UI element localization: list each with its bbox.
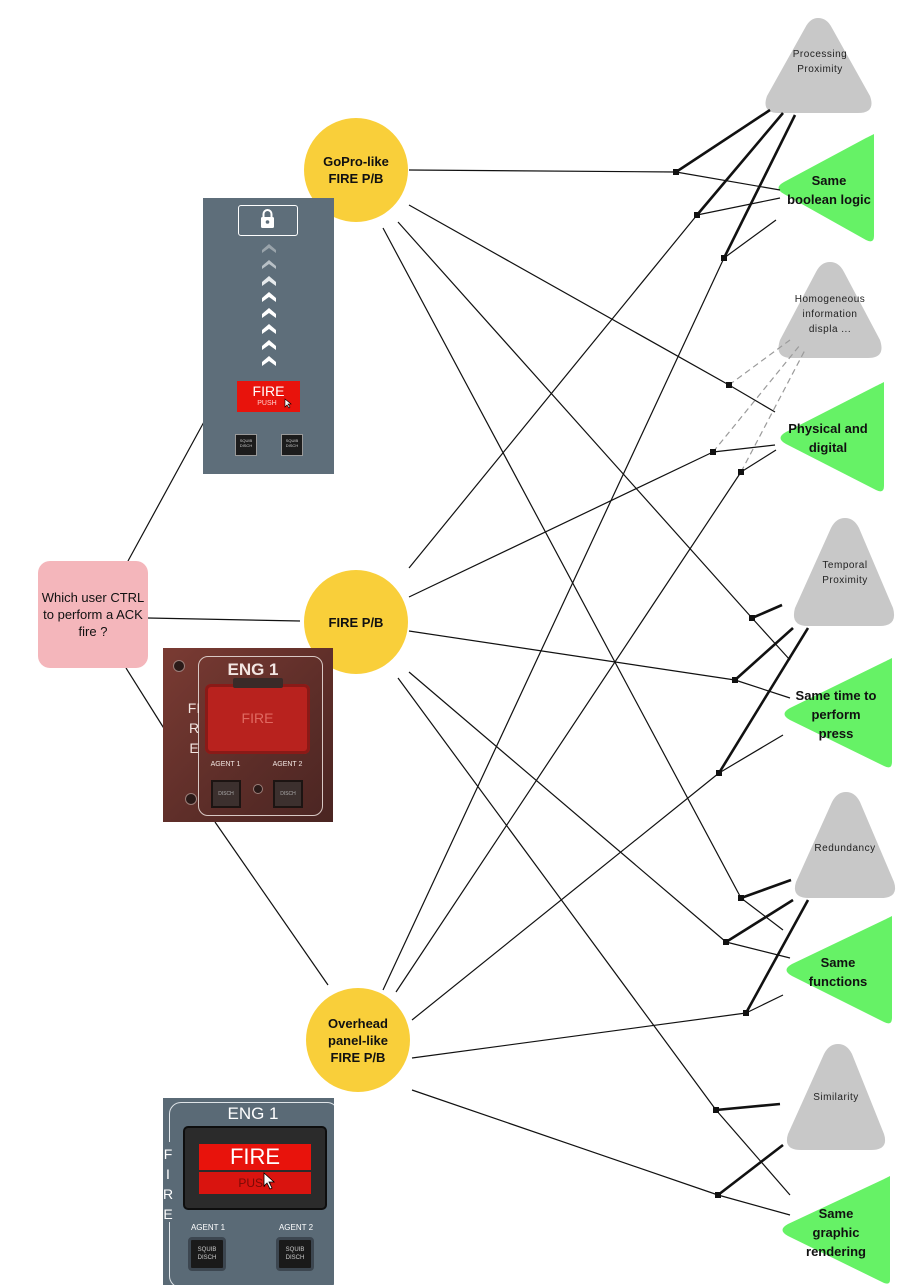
criterion-shapes (765, 18, 896, 1284)
overhead-agent2-label: AGENT 2 (278, 1223, 314, 1232)
screw-icon (173, 660, 185, 672)
criterion-functions-shape (786, 916, 892, 1024)
criterion-temporal-shape (793, 518, 895, 626)
option-overhead-label: Overhead panel-like FIRE P/B (328, 1015, 388, 1065)
criterion-redundancy-label: Redundancy (814, 843, 876, 854)
firepb-disch-text-1: DISCH (218, 791, 234, 797)
lock-icon (261, 209, 274, 228)
overhead-squib-button-2: SQUIB DISCH (276, 1237, 314, 1271)
overhead-fire-guard: FIRE PUSH (183, 1126, 327, 1210)
cursor-icon (263, 1172, 276, 1190)
screw-icon (253, 784, 263, 794)
screw-icon (185, 793, 197, 805)
overhead-disch-text-2: DISCH (285, 1255, 305, 1261)
firepb-agent2-button: DISCH (273, 780, 303, 808)
cover-hinge (233, 678, 283, 688)
criterion-temporal-label: Temporal Proximity (822, 560, 868, 586)
firepb-fire-text: FIRE (241, 710, 274, 726)
overhead-squib-text-1: SQUIB (197, 1247, 217, 1253)
gopro-squib-text-1: SQUIB (239, 438, 253, 443)
overhead-squib-button-1: SQUIB DISCH (188, 1237, 226, 1271)
gopro-squib-button-1: SQUIB DISCH (235, 434, 257, 456)
overhead-agent1-label: AGENT 1 (190, 1223, 226, 1232)
firepb-eng-label: ENG 1 (227, 660, 279, 679)
gopro-fire-button: FIRE PUSH (237, 381, 300, 412)
slide-chevrons-icon (262, 244, 276, 366)
criterion-graphic-shape (782, 1176, 890, 1284)
cursor-icon (284, 398, 292, 409)
gopro-disch-text-1: DISCH (239, 443, 253, 448)
overhead-disch-text-1: DISCH (197, 1255, 217, 1261)
gopro-fire-text: FIRE (252, 383, 285, 399)
gopro-push-text: PUSH (257, 400, 277, 407)
criterion-graphic-label: Same graphic rendering (806, 1206, 866, 1259)
overhead-fire-button-bottom (199, 1172, 311, 1194)
question-text: Which user CTRL to perform a ACK fire ? (41, 590, 145, 639)
gopro-disch-text-2: DISCH (285, 443, 299, 448)
side-label-bg (163, 1142, 173, 1222)
overhead-side-label: FIRE (163, 1146, 174, 1222)
firepb-disch-text-2: DISCH (280, 791, 296, 797)
criterion-similarity-shape (786, 1044, 886, 1150)
firepb-agent1-label: AGENT 1 (210, 761, 241, 768)
criterion-boolean-shape (778, 134, 874, 242)
gopro-squib-text-2: SQUIB (285, 438, 299, 443)
overhead-fire-text: FIRE (229, 1144, 281, 1169)
eng-frame (198, 656, 323, 816)
overhead-push-text: PUSH (238, 1176, 272, 1190)
overhead-squib-text-2: SQUIB (285, 1247, 305, 1253)
thick-connectors (675, 108, 810, 1197)
option-overhead-panel-like-fire-pb: Overhead panel-like FIRE P/B (306, 988, 410, 1092)
gopro-squib-button-2: SQUIB DISCH (281, 434, 303, 456)
firepb-panel-image: ENG 1 FIRE FIRE AGENT 1 AGENT 2 DISCH DI… (163, 648, 333, 822)
dashed-connectors (712, 339, 806, 473)
criterion-processing-label: Processing Proximity (792, 49, 848, 75)
option-gopro-label: GoPro-like FIRE P/B (323, 154, 389, 186)
criterion-redundancy-shape (794, 792, 896, 898)
connector-lines (125, 169, 791, 1216)
overhead-eng-label: ENG 1 (227, 1104, 279, 1123)
criterion-homogeneous-label: Homogeneous information displa ... (794, 294, 866, 335)
criterion-physical-shape (780, 382, 884, 492)
question-node: Which user CTRL to perform a ACK fire ? (38, 561, 148, 668)
overhead-fire-button-top (199, 1144, 311, 1170)
junction-points (673, 169, 755, 1198)
criterion-sametime-label: Same time to perform press (795, 688, 877, 741)
firepb-agent2-label: AGENT 2 (272, 761, 303, 768)
criterion-sametime-shape (784, 658, 892, 768)
lock-button (238, 205, 298, 236)
criterion-similarity-label: Similarity (813, 1092, 859, 1103)
firepb-fire-cover: FIRE (205, 678, 310, 754)
criterion-boolean-label: Same boolean logic (787, 173, 871, 207)
criterion-functions-label: Same functions (808, 955, 868, 989)
firepb-side-label: FIRE (187, 700, 201, 756)
option-firepb-label: FIRE P/B (328, 614, 384, 630)
firepb-agent1-button: DISCH (211, 780, 241, 808)
criterion-homogeneous-shape (778, 262, 882, 358)
overhead-panel-image: ENG 1 FIRE FIRE PUSH AGENT 1 AGENT 2 SQU… (163, 1098, 334, 1285)
criterion-physical-label: Physical and digital (788, 421, 868, 455)
criterion-processing-shape (765, 18, 872, 113)
gopro-panel-image: FIRE PUSH SQUIB DISCH SQUIB DISCH (203, 198, 334, 474)
